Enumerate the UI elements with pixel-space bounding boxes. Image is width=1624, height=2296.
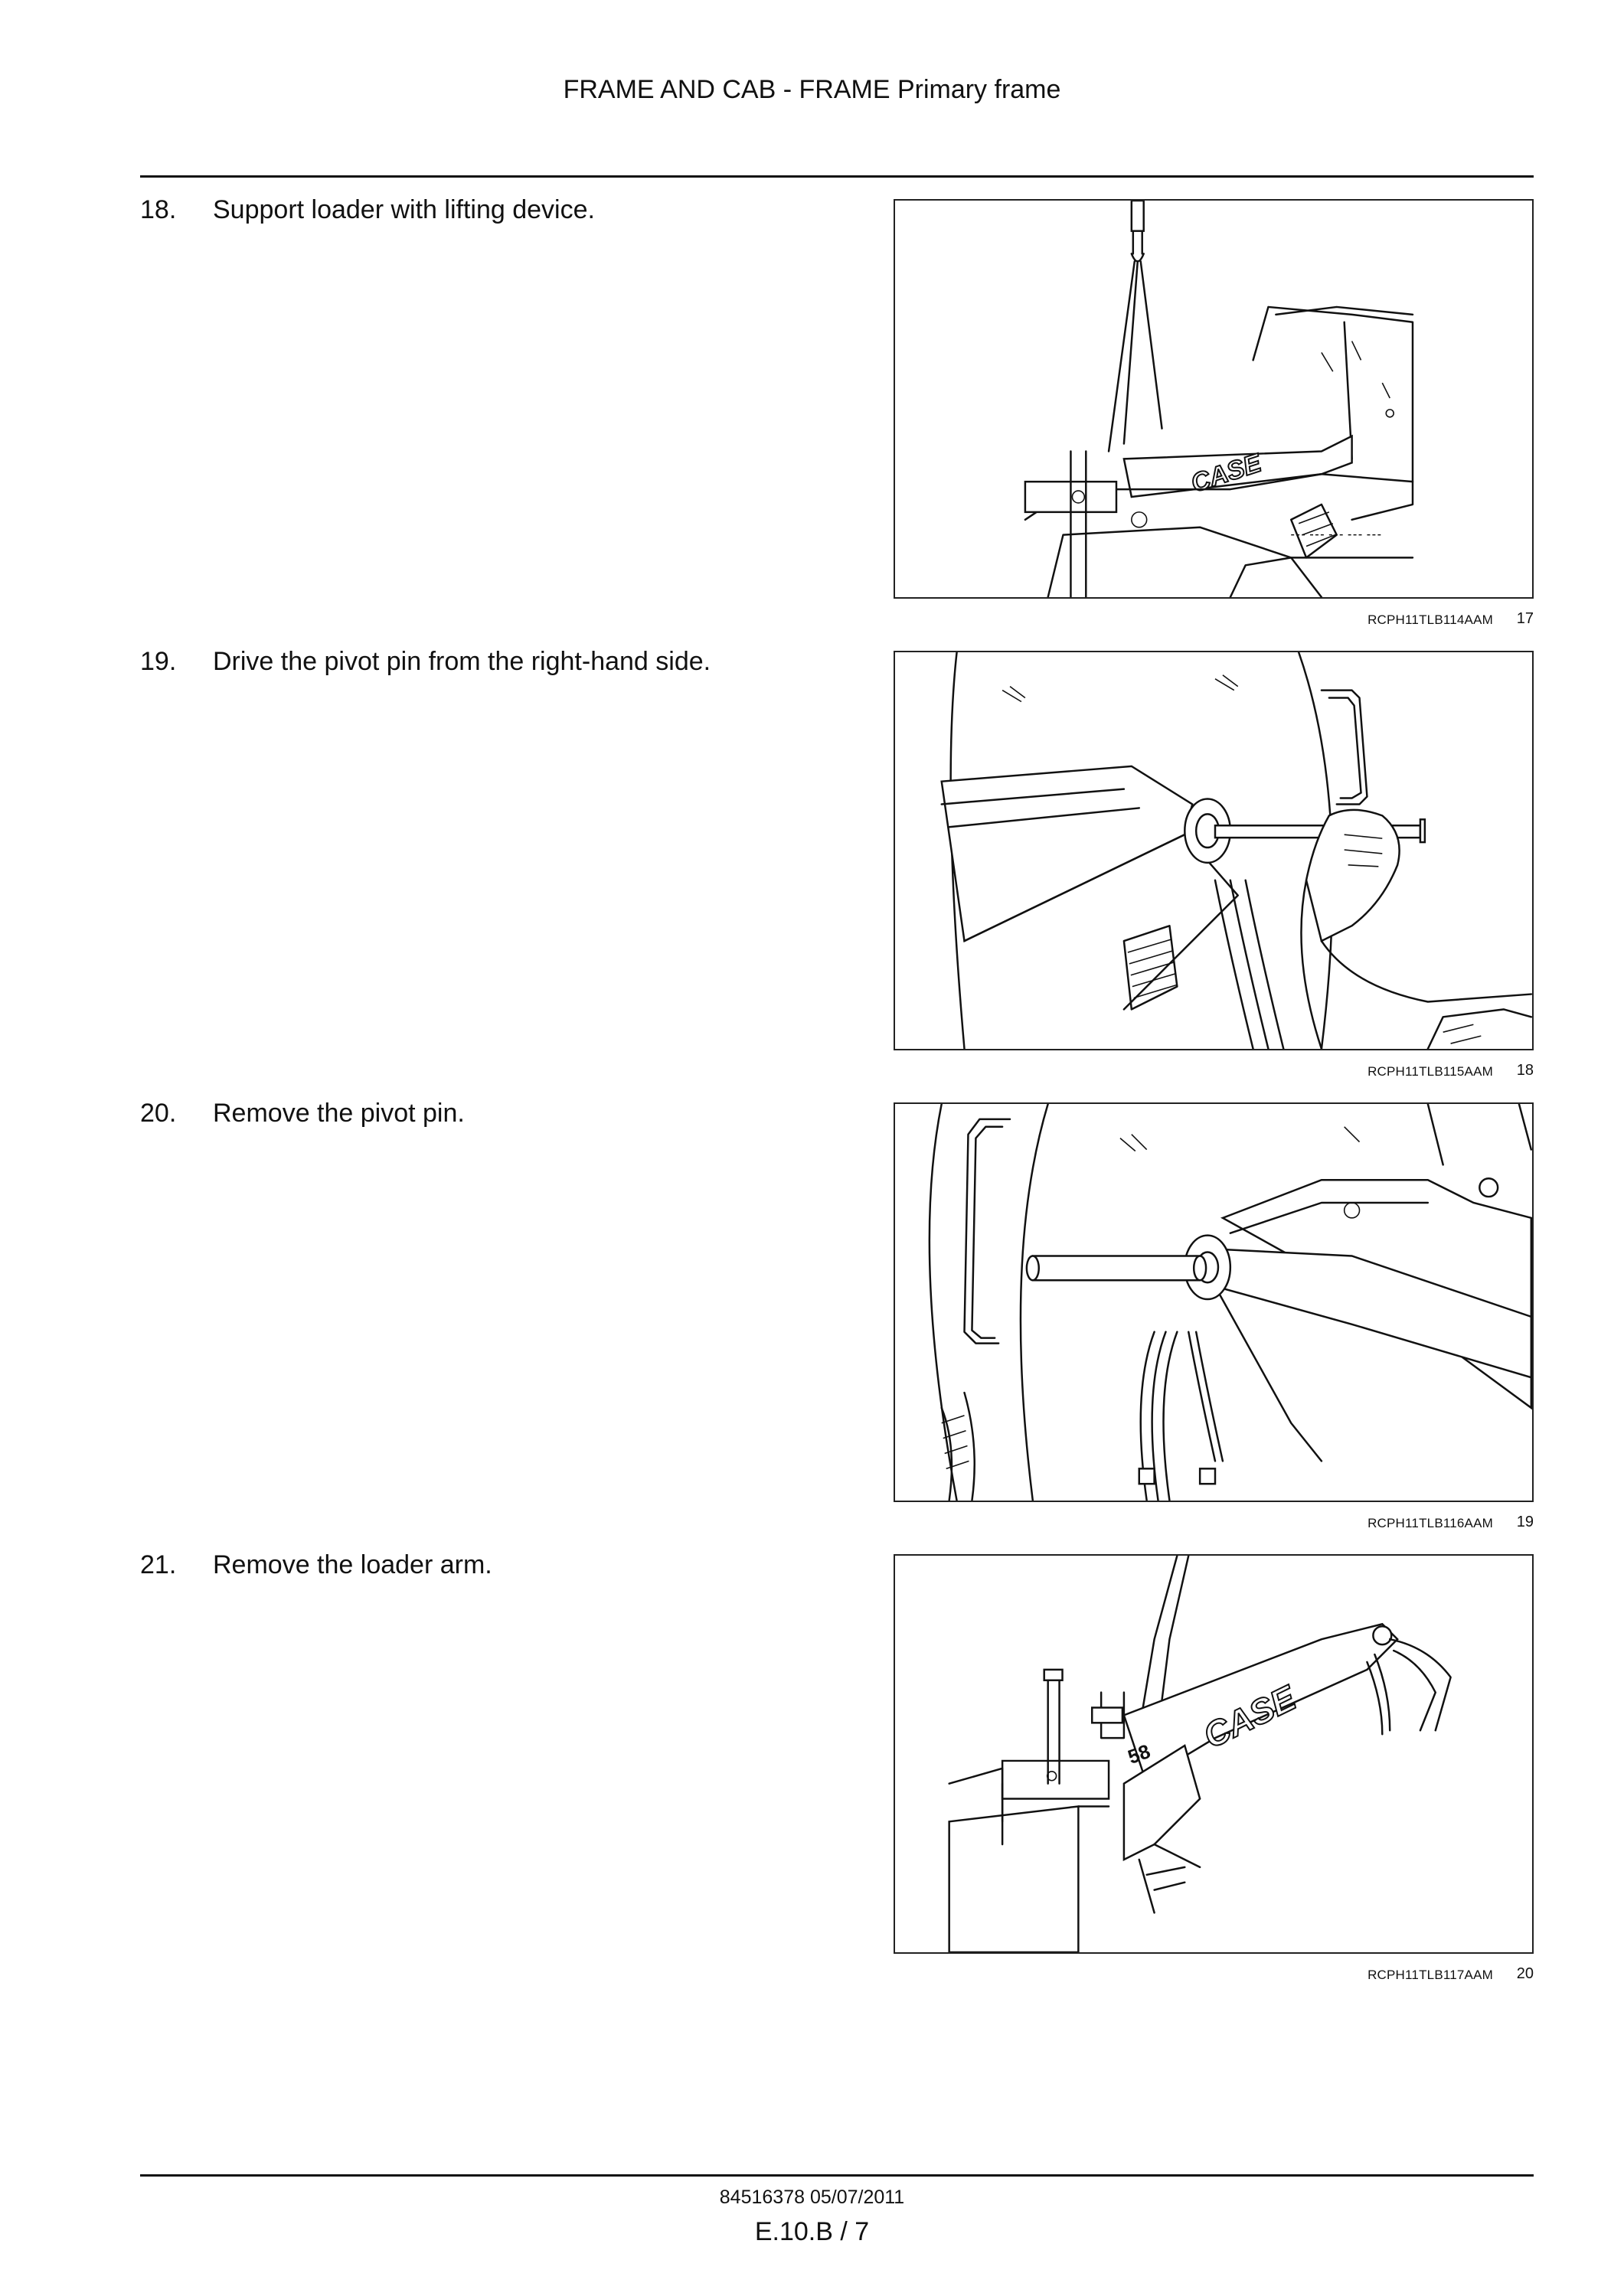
header-rule xyxy=(140,175,1534,178)
step-text: Drive the pivot pin from the right-hand … xyxy=(213,647,711,676)
step-text: Remove the loader arm. xyxy=(213,1550,492,1579)
loader-lifting-illustration: CASE xyxy=(1024,201,1414,597)
figure-number: 20 xyxy=(1516,1965,1534,1982)
step-20: 20. Remove the pivot pin. xyxy=(140,1099,465,1128)
footer-rule xyxy=(140,2174,1534,2177)
page-header-title: FRAME AND CAB - FRAME Primary frame xyxy=(563,75,1061,104)
figure-number: 19 xyxy=(1516,1514,1534,1530)
step-18: 18. Support loader with lifting device. xyxy=(140,195,595,225)
remove-pin-illustration xyxy=(928,1104,1532,1501)
footer-doc-reference: 84516378 05/07/2011 xyxy=(719,2187,905,2208)
step-21: 21. Remove the loader arm. xyxy=(140,1550,492,1580)
step-text: Support loader with lifting device. xyxy=(213,195,595,224)
figure-20-remove-loader-arm: CASE 58 xyxy=(894,1554,1534,1954)
figure-code: RCPH11TLB116AAM xyxy=(1367,1516,1493,1530)
remove-loader-arm-illustration: CASE 58 xyxy=(948,1556,1452,1952)
step-number: 20. xyxy=(140,1099,177,1128)
figure-code: RCPH11TLB114AAM xyxy=(1367,612,1493,627)
drive-pin-illustration xyxy=(940,652,1532,1049)
figure-code: RCPH11TLB115AAM xyxy=(1367,1064,1493,1079)
step-19: 19. Drive the pivot pin from the right-ha… xyxy=(140,647,711,677)
footer-page-number: E.10.B / 7 xyxy=(754,2217,870,2246)
figure-number: 18 xyxy=(1516,1062,1534,1079)
figure-19-remove-pivot-pin xyxy=(894,1102,1534,1502)
step-number: 21. xyxy=(140,1550,177,1579)
figure-code: RCPH11TLB117AAM xyxy=(1367,1968,1493,1982)
figure-number: 17 xyxy=(1516,610,1534,627)
step-number: 18. xyxy=(140,195,177,224)
step-number: 19. xyxy=(140,647,177,676)
figure-18-drive-pivot-pin xyxy=(894,651,1534,1050)
step-text: Remove the pivot pin. xyxy=(213,1099,465,1128)
figure-17-loader-lifting: CASE xyxy=(894,199,1534,599)
